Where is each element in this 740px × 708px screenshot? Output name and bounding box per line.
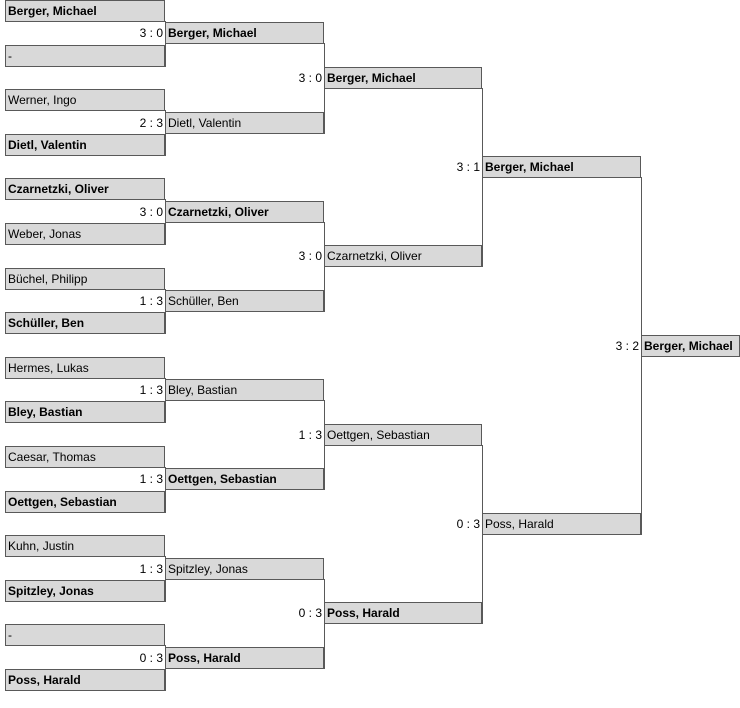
- connector-line: [324, 222, 325, 312]
- match-winner: Poss, Harald: [165, 647, 324, 669]
- match-score: 1 : 3: [139, 294, 163, 308]
- match-winner: Spitzley, Jonas: [165, 558, 324, 580]
- match-score: 3 : 0: [139, 26, 163, 40]
- player-entry: Czarnetzki, Oliver: [5, 178, 165, 200]
- match-winner: Berger, Michael: [324, 67, 482, 89]
- match-score: 1 : 3: [139, 562, 163, 576]
- connector-line: [641, 177, 642, 535]
- player-entry: Dietl, Valentin: [5, 134, 165, 156]
- connector-line: [165, 21, 166, 67]
- connector-line: [324, 43, 325, 134]
- connector-line: [165, 645, 166, 691]
- match-winner: Berger, Michael: [482, 156, 641, 178]
- connector-line: [482, 445, 483, 624]
- player-entry: Schüller, Ben: [5, 312, 165, 334]
- player-entry: Büchel, Philipp: [5, 268, 165, 290]
- match-winner: Dietl, Valentin: [165, 112, 324, 134]
- match-score: 3 : 0: [139, 205, 163, 219]
- match-winner: Oettgen, Sebastian: [324, 424, 482, 446]
- connector-line: [324, 579, 325, 669]
- match-score: 3 : 1: [456, 160, 480, 174]
- connector-line: [165, 556, 166, 602]
- player-entry: Werner, Ingo: [5, 89, 165, 111]
- match-score: 1 : 3: [139, 383, 163, 397]
- player-entry: Kuhn, Justin: [5, 535, 165, 557]
- connector-line: [165, 199, 166, 245]
- match-score: 0 : 3: [456, 517, 480, 531]
- player-entry: -: [5, 624, 165, 646]
- player-entry: Caesar, Thomas: [5, 446, 165, 468]
- player-entry: Poss, Harald: [5, 669, 165, 691]
- match-score: 2 : 3: [139, 116, 163, 130]
- connector-line: [165, 289, 166, 334]
- player-entry: Hermes, Lukas: [5, 357, 165, 379]
- match-winner: Czarnetzki, Oliver: [165, 201, 324, 223]
- player-entry: Spitzley, Jonas: [5, 580, 165, 602]
- match-winner: Czarnetzki, Oliver: [324, 245, 482, 267]
- match-score: 1 : 3: [139, 472, 163, 486]
- match-score: 1 : 3: [298, 428, 322, 442]
- match-score: 0 : 3: [139, 651, 163, 665]
- match-score: 3 : 0: [298, 71, 322, 85]
- player-entry: Bley, Bastian: [5, 401, 165, 423]
- connector-line: [324, 400, 325, 490]
- match-winner: Poss, Harald: [324, 602, 482, 624]
- connector-line: [482, 88, 483, 267]
- match-winner: Poss, Harald: [482, 513, 641, 535]
- player-entry: Oettgen, Sebastian: [5, 491, 165, 513]
- match-score: 0 : 3: [298, 606, 322, 620]
- player-entry: Berger, Michael: [5, 0, 165, 22]
- match-winner: Oettgen, Sebastian: [165, 468, 324, 490]
- player-entry: -: [5, 45, 165, 67]
- match-winner: Schüller, Ben: [165, 290, 324, 312]
- match-score: 3 : 0: [298, 249, 322, 263]
- match-score: 3 : 2: [615, 339, 639, 353]
- connector-line: [165, 378, 166, 423]
- match-winner: Berger, Michael: [165, 22, 324, 44]
- player-entry: Weber, Jonas: [5, 223, 165, 245]
- match-winner: Bley, Bastian: [165, 379, 324, 401]
- match-winner: Berger, Michael: [641, 335, 740, 357]
- connector-line: [165, 110, 166, 156]
- connector-line: [165, 467, 166, 513]
